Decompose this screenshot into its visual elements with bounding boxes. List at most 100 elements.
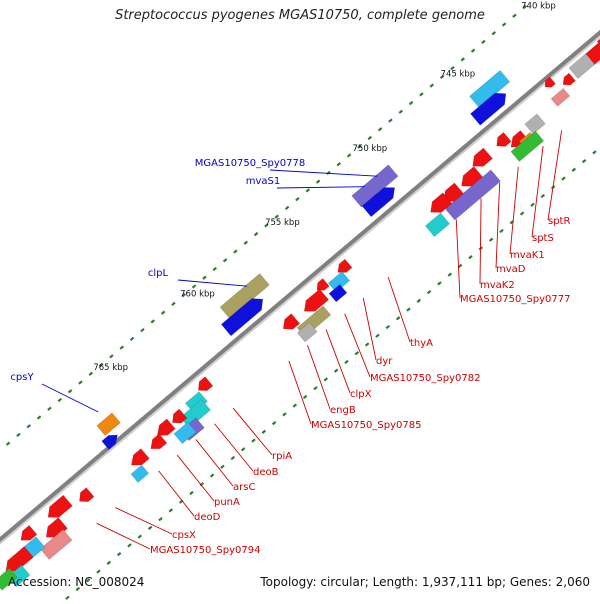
gene-shape <box>7 564 31 588</box>
reverse-gene <box>282 313 301 330</box>
reverse-gene <box>173 421 197 445</box>
scale-tick <box>88 371 94 376</box>
scale-tick <box>426 289 432 295</box>
reverse-gene-label: sptR <box>548 216 570 227</box>
reverse-gene <box>544 76 556 88</box>
reverse-gene <box>510 130 545 162</box>
scale-tick <box>36 415 42 420</box>
map-title: Streptococcus pyogenes MGAS10750, comple… <box>115 8 485 23</box>
reverse-gene <box>524 113 546 135</box>
scale-tick <box>65 595 70 600</box>
scale-tick <box>191 284 197 289</box>
reverse-gene <box>20 524 38 541</box>
gene-shape <box>430 192 453 213</box>
reverse-label-leader <box>195 439 234 487</box>
gene-shape <box>79 487 95 503</box>
scale-tick <box>264 223 269 228</box>
scale-tick <box>168 508 174 513</box>
forward-gene <box>220 298 264 337</box>
scale-tick <box>109 354 114 359</box>
scale-tick <box>75 586 81 592</box>
reverse-label-leader <box>455 219 461 299</box>
scale-tick <box>398 109 404 114</box>
reverse-gene-label: MGAS10750_Spy0782 <box>370 373 480 384</box>
gene-shape <box>131 448 150 466</box>
reverse-label-leader <box>344 313 371 378</box>
scale-tick <box>171 301 176 307</box>
gene-shape <box>510 130 545 162</box>
reverse-gene <box>472 147 493 167</box>
forward-gene <box>351 164 399 208</box>
scale-tick <box>85 578 91 583</box>
reverse-gene-label: deoD <box>194 512 221 523</box>
gene-shape <box>374 187 396 207</box>
gene-shape <box>156 418 176 436</box>
scale-tick <box>540 193 546 199</box>
scale-tick <box>212 266 218 272</box>
reverse-label-leader <box>387 276 411 343</box>
gene-shape <box>0 567 18 591</box>
reverse-gene <box>424 212 451 238</box>
scale-tick <box>512 13 517 18</box>
scale-tick <box>292 403 298 408</box>
reverse-gene <box>303 288 330 312</box>
reverse-gene-label: MGAS10750_Spy0785 <box>311 420 421 431</box>
reverse-gene <box>550 87 571 107</box>
reverse-label-leader <box>509 166 519 255</box>
forward-label-leader <box>269 169 378 177</box>
reverse-gene <box>562 72 576 86</box>
reverse-gene <box>156 418 176 436</box>
scale-tick <box>137 534 143 539</box>
gene-shape <box>328 284 348 303</box>
scale-tick <box>447 272 453 277</box>
reverse-gene <box>444 169 501 221</box>
scale-tick <box>202 275 207 280</box>
reverse-label-leader <box>232 407 273 456</box>
gene-shape <box>39 529 73 560</box>
gene-shape <box>562 72 576 86</box>
scale-tick <box>233 249 238 254</box>
scale-tick <box>302 394 308 400</box>
forward-gene-label: MGAS10750_Spy0778 <box>195 158 305 169</box>
gene-shape <box>470 92 507 126</box>
gene-shape <box>351 164 399 208</box>
forward-gene-label: clpL <box>148 268 169 279</box>
scale-tick <box>468 255 473 260</box>
scale-tick <box>220 464 225 469</box>
reverse-label-leader <box>288 360 312 425</box>
scale-tick <box>78 380 83 385</box>
scale-tick <box>261 429 267 434</box>
scale-tick <box>240 447 246 452</box>
scale-tick <box>295 196 300 202</box>
reverse-gene <box>430 192 453 213</box>
scale-tick <box>305 188 311 193</box>
scale-tick <box>253 231 259 237</box>
scale-tick <box>282 412 287 417</box>
scale-label: 740 kbp <box>521 2 556 12</box>
reverse-gene <box>79 487 95 503</box>
scale-tick <box>284 205 290 210</box>
scale-tick <box>522 4 528 10</box>
forward-gene-label: cpsY <box>10 372 34 383</box>
reverse-gene-label: mvaK1 <box>510 250 545 261</box>
scale-tick <box>439 74 445 79</box>
scale-tick <box>98 362 104 368</box>
reverse-gene-label: thyA <box>410 338 433 349</box>
scale-tick <box>375 333 380 338</box>
scale-tick <box>160 310 166 315</box>
scale-tick <box>592 150 597 155</box>
scale-tick <box>230 455 236 461</box>
gene-shape <box>20 524 38 541</box>
forward-gene <box>101 434 118 450</box>
scale-tick <box>429 83 435 88</box>
forward-label-leader <box>177 279 248 287</box>
scale-tick <box>189 490 194 496</box>
scale-tick <box>158 517 163 522</box>
scale-tick <box>47 406 52 411</box>
reverse-label-leader <box>176 454 215 502</box>
scale-tick <box>354 351 360 356</box>
reverse-label-leader <box>325 329 351 394</box>
reverse-label-leader <box>531 145 544 238</box>
reverse-label-leader <box>115 507 173 535</box>
